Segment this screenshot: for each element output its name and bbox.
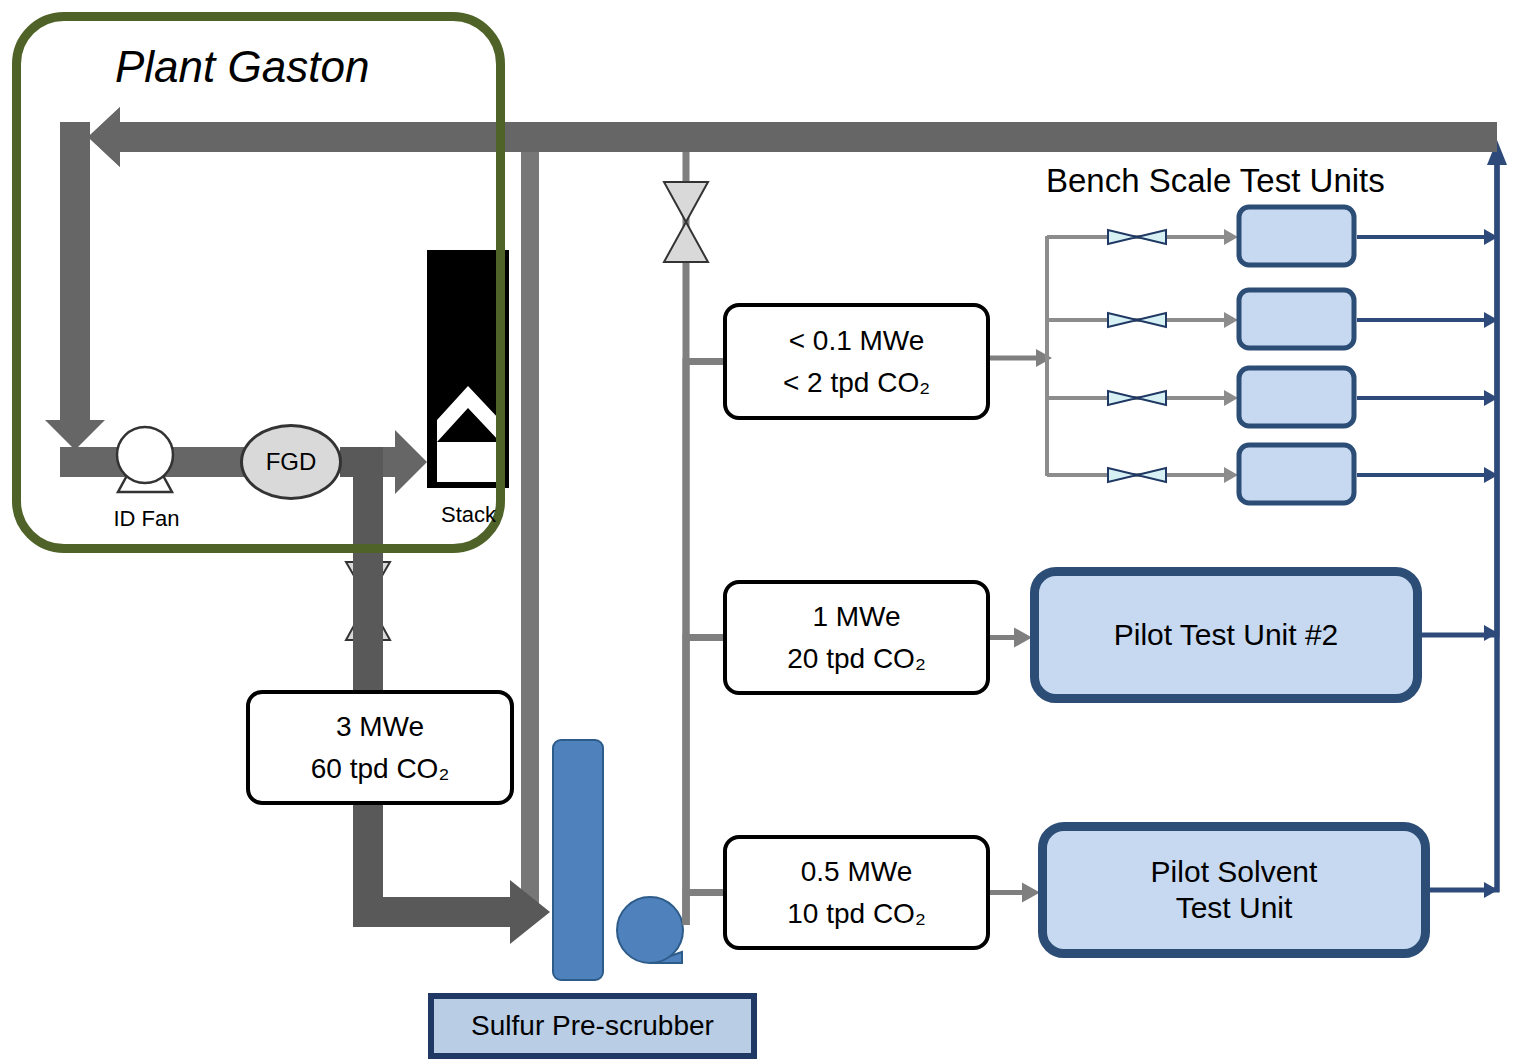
- stack-chevron: [437, 442, 500, 482]
- stack-box: Stack: [425, 248, 512, 528]
- flow-connector: [368, 803, 550, 944]
- valve-symbol: [1108, 313, 1166, 327]
- group-label: Bench Scale Test Units: [1046, 162, 1385, 200]
- connector-line: [686, 362, 725, 926]
- branch-arrowhead: [1224, 390, 1238, 406]
- flow-connector: [192, 462, 242, 463]
- flow-connector: [686, 638, 725, 926]
- arrowhead: [395, 430, 427, 494]
- bypass-duct: [521, 137, 539, 912]
- node-text: 10 tpd CO₂: [787, 897, 926, 931]
- node-text: Sulfur Pre-scrubber: [471, 1009, 714, 1043]
- flow-connector: [686, 893, 725, 926]
- connector-line: [119, 122, 1497, 152]
- bench-scale-units: [1047, 207, 1498, 503]
- connector-line: [686, 638, 725, 926]
- capacity-box: 0.5 MWe 10 tpd CO₂: [723, 835, 990, 950]
- flue-duct: [60, 122, 90, 420]
- feed-line: [990, 356, 1038, 361]
- arrowhead: [88, 107, 120, 167]
- node-text: 20 tpd CO₂: [787, 642, 926, 676]
- return-line: [1357, 473, 1486, 477]
- bench-unit: [1239, 207, 1354, 265]
- connector-line: [1428, 152, 1497, 890]
- region-title: Plant Gaston: [115, 41, 369, 94]
- connector-line: [988, 635, 1015, 640]
- bench-unit: [1239, 368, 1354, 426]
- branch-arrowhead: [1224, 229, 1238, 245]
- connector-line: [686, 893, 725, 926]
- connector-line: [119, 122, 1497, 152]
- scrubber-label-box: Sulfur Pre-scrubber: [428, 993, 757, 1059]
- connector-line: [340, 462, 368, 692]
- arrowhead: [510, 880, 550, 944]
- bench-manifold: [1045, 236, 1049, 476]
- return-line: [1357, 396, 1486, 400]
- plant-region: Plant Gaston ID Fan FGD Stack: [12, 12, 505, 553]
- node-text: ID Fan: [113, 506, 179, 532]
- bench-unit: [1239, 290, 1354, 348]
- capacity-box: < 0.1 MWe < 2 tpd CO₂: [723, 303, 990, 420]
- scrubber-tower: [553, 740, 603, 980]
- valve-symbol: [664, 222, 708, 262]
- return-line: [1357, 235, 1486, 239]
- node-text: 0.5 MWe: [801, 855, 913, 889]
- node-text: 3 MWe: [336, 710, 424, 744]
- connector-line: [368, 803, 511, 912]
- stack-chevron: [437, 386, 500, 442]
- node-text: Pilot Solvent Test Unit: [1124, 854, 1344, 926]
- valve-symbol: [1108, 468, 1166, 482]
- node-text: < 0.1 MWe: [789, 324, 925, 358]
- capacity-box: 1 MWe 20 tpd CO₂: [723, 580, 990, 695]
- branch-arrowhead: [1224, 312, 1238, 328]
- node-text: < 2 tpd CO₂: [783, 366, 930, 400]
- connector-line: [988, 890, 1023, 895]
- valve-symbol: [1108, 230, 1166, 244]
- pilot-unit: Pilot Test Unit #2: [1030, 567, 1422, 703]
- flow-connector: [340, 462, 368, 692]
- blower-symbol: [617, 897, 683, 963]
- node-text: Stack: [441, 502, 496, 528]
- connector-line: [1420, 152, 1497, 635]
- flow-connector: [988, 628, 1032, 648]
- valve-symbol: [1108, 391, 1166, 405]
- capacity-box: 3 MWe 60 tpd CO₂: [246, 690, 514, 805]
- node-text: 60 tpd CO₂: [311, 752, 450, 786]
- flow-connector: [88, 107, 1497, 890]
- flow-connector: [88, 107, 1497, 635]
- arrowhead: [88, 107, 120, 167]
- node-text: Pilot Test Unit #2: [1114, 617, 1339, 653]
- fan-label-box: ID Fan: [101, 425, 192, 532]
- node-text: 1 MWe: [812, 600, 900, 634]
- valve-symbol: [664, 182, 708, 222]
- flow-connector: [988, 883, 1040, 903]
- fgd-ellipse: FGD: [240, 424, 342, 500]
- flow-connector: [686, 362, 725, 926]
- node-text: FGD: [266, 448, 317, 477]
- id-fan-symbol: [117, 427, 173, 483]
- branch-arrowhead: [1224, 467, 1238, 483]
- feed-arrowhead: [1036, 349, 1052, 367]
- connector-line: [192, 447, 242, 477]
- pilot-unit: Pilot Solvent Test Unit: [1038, 822, 1430, 958]
- return-line: [1357, 318, 1486, 322]
- duct-arrowhead: [45, 420, 105, 450]
- bench-unit: [1239, 445, 1354, 503]
